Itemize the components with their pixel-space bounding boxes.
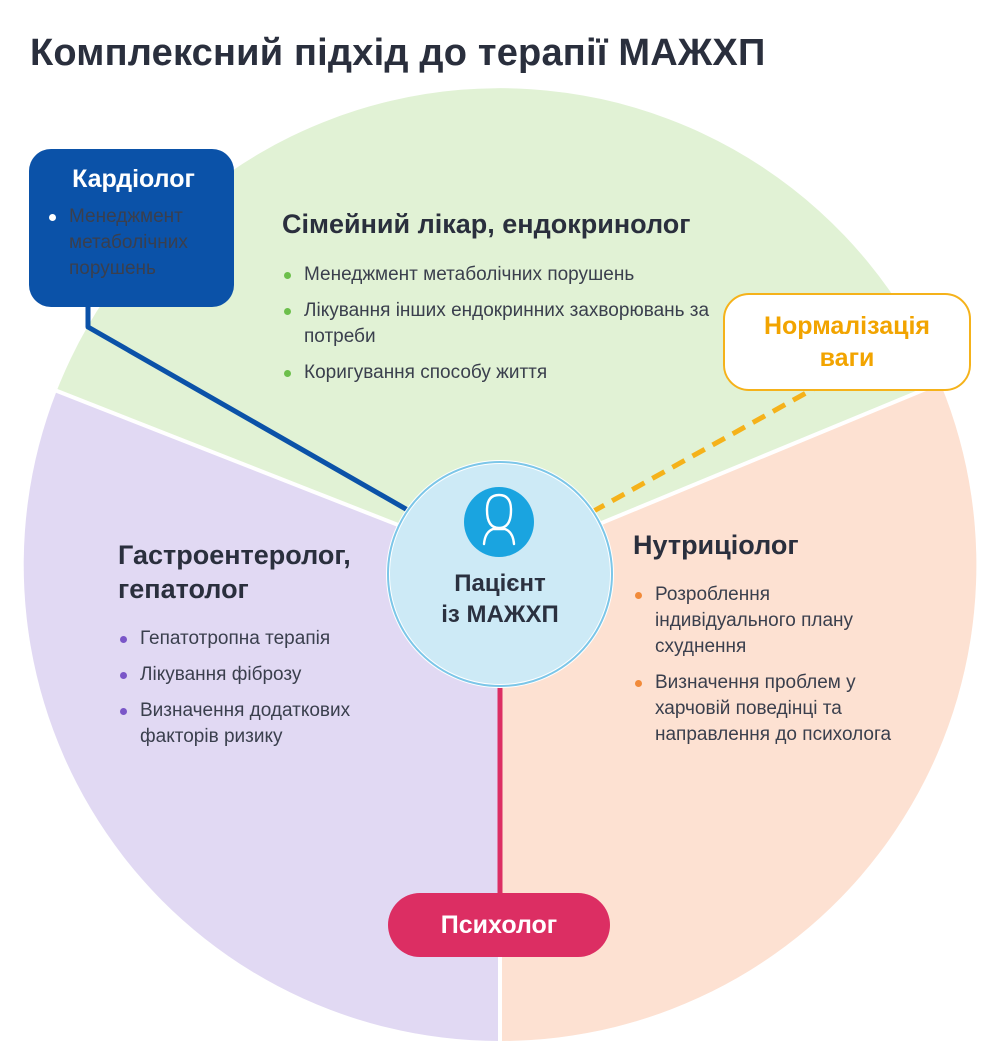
person-icon	[464, 487, 534, 557]
psychologist-pill: Психолог	[388, 893, 610, 957]
page-title: Комплексний підхід до терапії МАЖХП	[30, 32, 766, 74]
weight-normalization-box: Нормалізація ваги	[723, 293, 971, 391]
nutritionist-title: Нутриціолог	[633, 530, 799, 560]
cardiologist-connector	[85, 300, 427, 523]
list-item: Менеджмент метаболічних порушень	[282, 262, 722, 288]
family-doctor-title: Сімейний лікар, ендокринолог	[282, 209, 691, 239]
weight-normalization-label: Нормалізація ваги	[763, 312, 931, 372]
nutritionist-sector	[500, 383, 977, 1042]
list-item: Лікування фіброзу	[118, 662, 408, 688]
list-item: Визначення додаткових факторів ризику	[118, 698, 408, 750]
cardiologist-box: Кардіолог Менеджмент метаболічних поруше…	[29, 149, 234, 307]
list-item: Менеджмент метаболічних порушень	[47, 204, 234, 282]
list-item: Гепатотропна терапія	[118, 626, 408, 652]
gastro-sector	[23, 390, 500, 1042]
list-item: Визначення проблем у харчовій поведінці …	[633, 670, 903, 748]
patient-label: Пацієнт із МАЖХП	[400, 568, 600, 630]
gastroenterologist-title: Гастроентеролог, гепатолог	[118, 540, 351, 604]
gastroenterologist-list: Гепатотропна терапія Лікування фіброзу В…	[118, 626, 408, 760]
list-item: Розроблення індивідуального плану схудне…	[633, 582, 903, 660]
weight-connector	[590, 385, 817, 515]
family-doctor-list: Менеджмент метаболічних порушень Лікуван…	[282, 262, 722, 396]
patient-label-line2: із МАЖХП	[441, 601, 559, 628]
family-doctor-sector	[56, 88, 941, 566]
patient-circle-border	[387, 461, 613, 687]
nutritionist-list: Розроблення індивідуального плану схудне…	[633, 582, 903, 758]
cardiologist-list: Менеджмент метаболічних порушень	[47, 204, 234, 292]
cardiologist-title: Кардіолог	[72, 165, 195, 193]
list-item: Лікування інших ендокринних захворювань …	[282, 298, 722, 350]
patient-label-line1: Пацієнт	[454, 570, 546, 597]
list-item: Коригування способу життя	[282, 360, 722, 386]
